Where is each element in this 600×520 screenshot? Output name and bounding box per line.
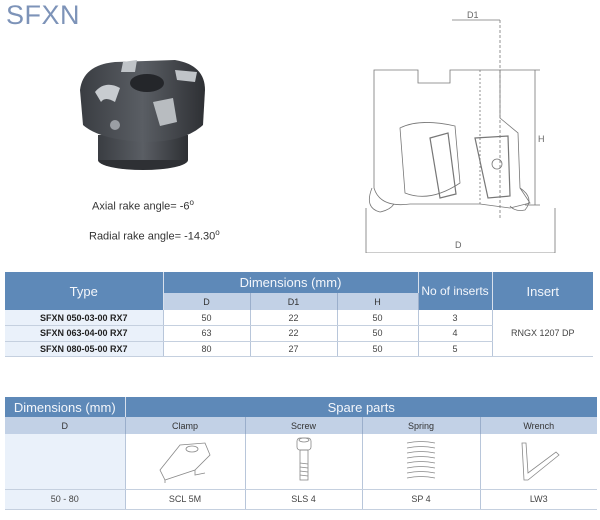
subheader-screw: Screw [245, 417, 363, 434]
wrench-code-cell: LW3 [480, 489, 597, 510]
wrench-image-cell [480, 434, 597, 490]
screw-icon [296, 437, 311, 481]
type-cell: SFXN 063-04-00 RX7 [5, 325, 164, 342]
screw-image-cell [245, 434, 363, 490]
h-cell: 50 [337, 310, 419, 326]
subheader-wrench: Wrench [480, 417, 597, 434]
d1-cell: 22 [250, 310, 338, 326]
d1-cell: 27 [250, 341, 338, 357]
d-cell: 80 [163, 341, 251, 357]
inserts-cell: 4 [418, 325, 493, 342]
cutter-photo [80, 60, 205, 170]
dimensions-table: Type Dimensions (mm) No of inserts Inser… [5, 272, 593, 357]
radial-rake-angle: Radial rake angle= -14.30o [89, 228, 220, 243]
subheader-clamp: Clamp [125, 417, 246, 434]
type-cell: SFXN 080-05-00 RX7 [5, 341, 164, 357]
header-type: Type [5, 272, 164, 310]
h-label: H [538, 134, 545, 144]
spring-image-cell [362, 434, 481, 490]
technical-drawing: D1 H D [365, 10, 556, 253]
dimension-image-cell [5, 434, 126, 490]
d1-label: D1 [467, 10, 479, 20]
inserts-cell: 5 [418, 341, 493, 357]
clamp-image-cell [125, 434, 246, 490]
d-label: D [455, 240, 462, 250]
subheader-d: D [5, 417, 126, 434]
header-dimensions: Dimensions (mm) [5, 397, 126, 417]
clamp-icon [159, 442, 211, 484]
dimension-range-cell: 50 - 80 [5, 489, 126, 510]
type-cell: SFXN 050-03-00 RX7 [5, 310, 164, 326]
page-title: SFXN [6, 0, 81, 30]
subheader-d: D [163, 293, 251, 310]
h-cell: 50 [337, 325, 419, 342]
spring-icon [406, 440, 436, 479]
axial-rake-angle: Axial rake angle= -6o [92, 198, 194, 213]
spring-code-cell: SP 4 [362, 489, 481, 510]
screw-code-cell: SLS 4 [245, 489, 363, 510]
inserts-cell: 3 [418, 310, 493, 326]
header-dimensions: Dimensions (mm) [163, 272, 419, 293]
insert-cell: RNGX 1207 DP [492, 310, 593, 357]
subheader-spring: Spring [362, 417, 481, 434]
table-row: 50 - 80 SCL 5M SLS 4 SP 4 LW3 [5, 489, 597, 510]
subheader-d1: D1 [250, 293, 338, 310]
h-cell: 50 [337, 341, 419, 357]
d-cell: 63 [163, 325, 251, 342]
table-row: SFXN 063-04-00 RX7 63 22 50 4 [5, 325, 593, 342]
subheader-h: H [337, 293, 419, 310]
spare-parts-table: Dimensions (mm) Spare parts D Clamp Scre… [5, 397, 597, 510]
table-row: SFXN 050-03-00 RX7 50 22 50 3 RNGX 1207 … [5, 310, 593, 357]
d-cell: 50 [163, 310, 251, 326]
wrench-icon [521, 442, 560, 481]
d1-cell: 22 [250, 325, 338, 342]
header-no-of-inserts: No of inserts [418, 272, 493, 310]
table-row: SFXN 080-05-00 RX7 80 27 50 5 [5, 341, 593, 357]
header-spare-parts: Spare parts [125, 397, 597, 417]
header-insert: Insert [492, 272, 593, 310]
clamp-code-cell: SCL 5M [125, 489, 246, 510]
